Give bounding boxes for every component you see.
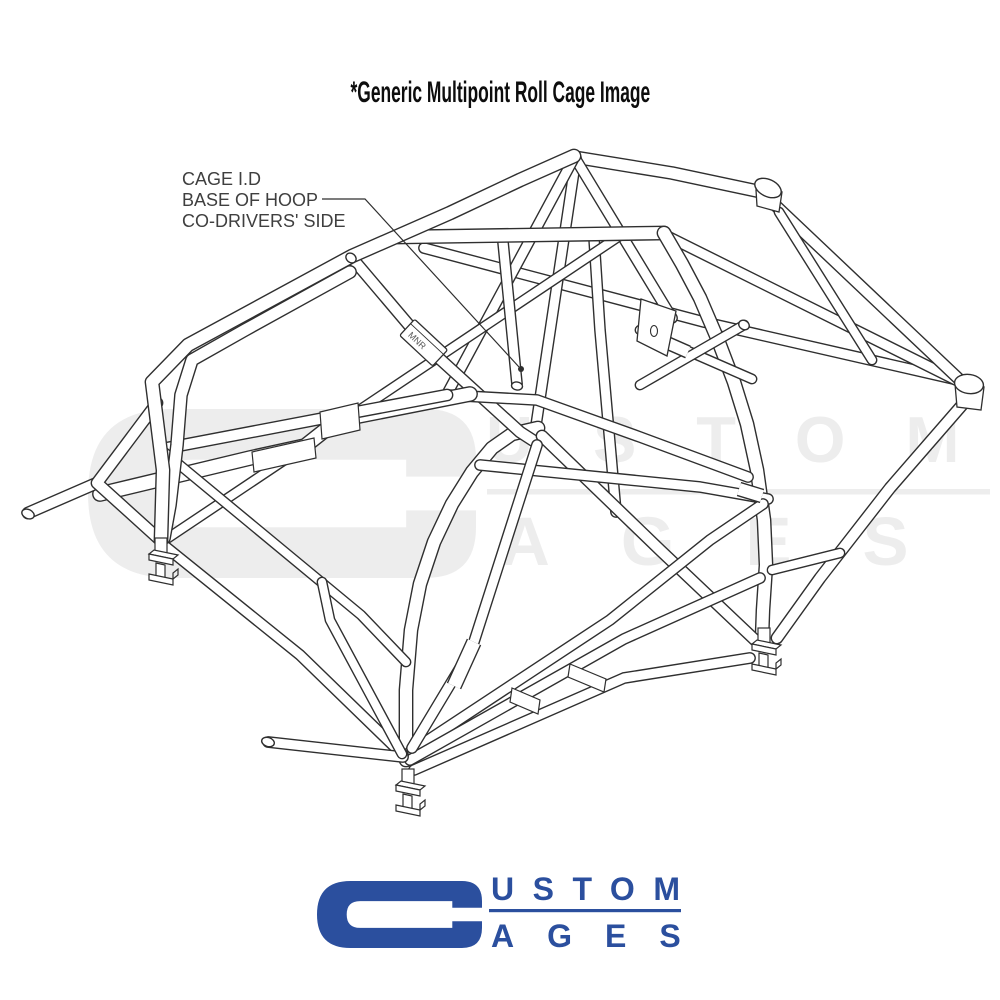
svg-text:AGES: AGES: [491, 918, 714, 954]
svg-text:USTOM: USTOM: [491, 871, 698, 907]
